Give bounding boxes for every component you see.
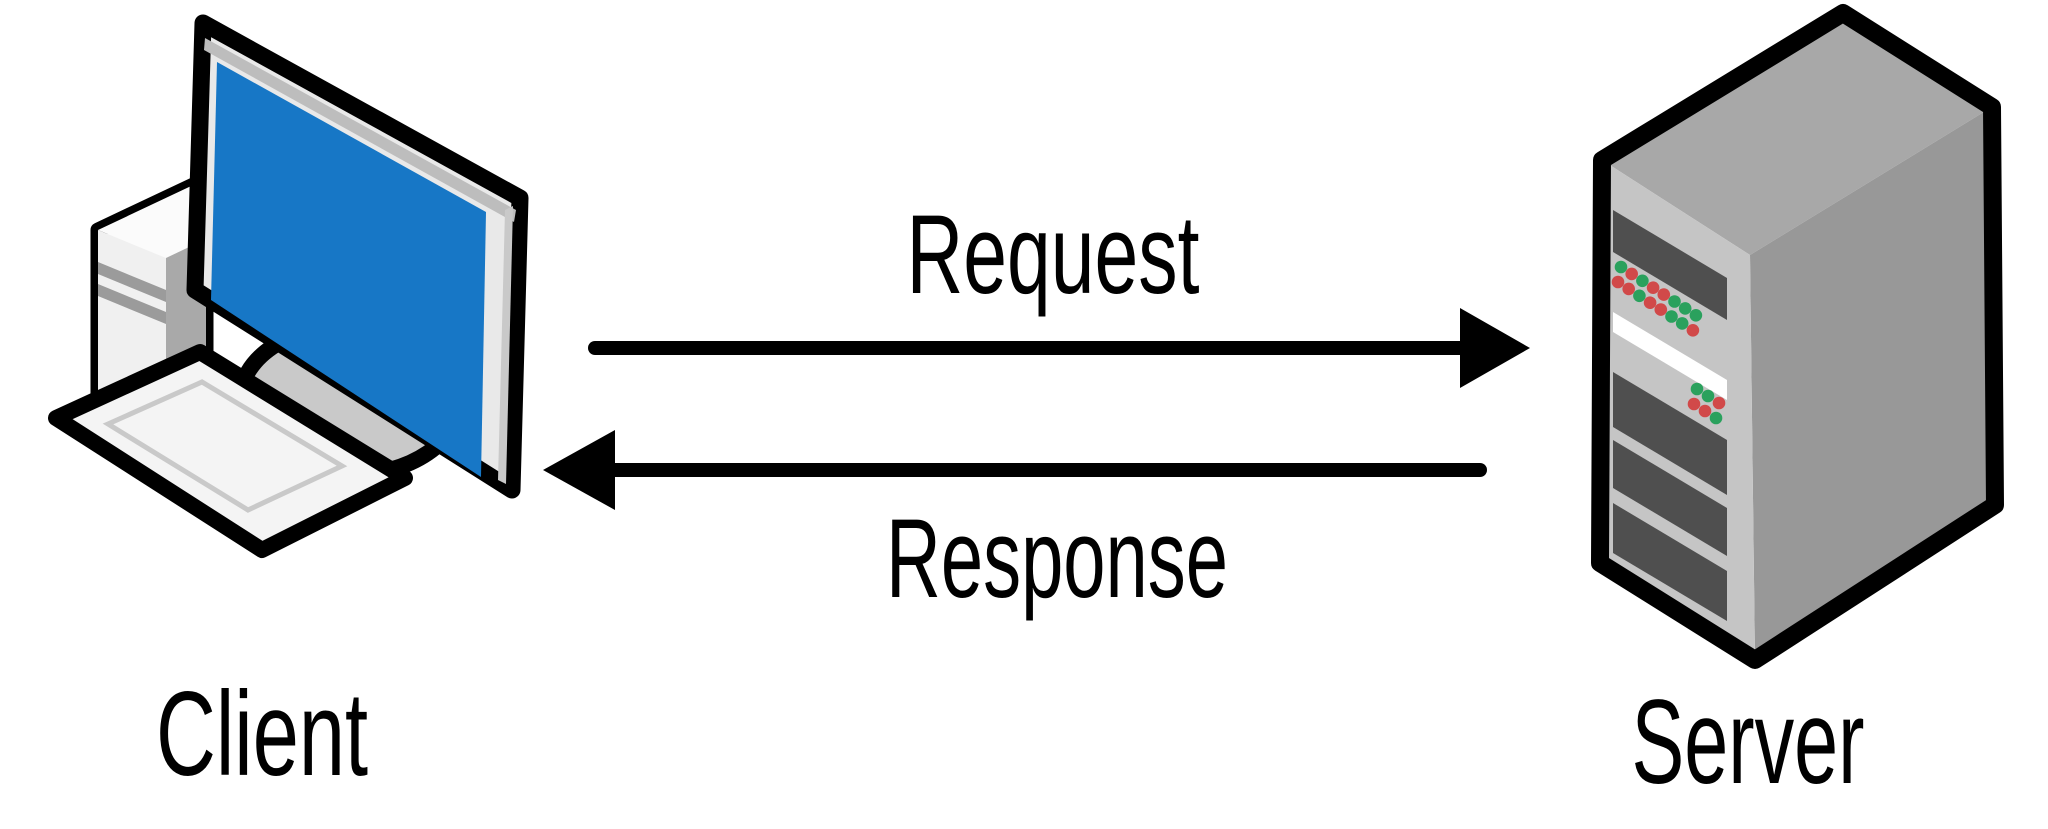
led-dot-icon xyxy=(1689,309,1703,322)
led-dot-icon xyxy=(1636,274,1649,288)
monitor-side-shadow xyxy=(498,206,513,484)
led-dot-icon xyxy=(1654,303,1668,316)
led-dot-icon xyxy=(1687,397,1701,411)
server-slot xyxy=(1613,372,1727,495)
request-label: Request xyxy=(907,192,1200,317)
server-icon xyxy=(1591,4,2004,669)
request-arrow xyxy=(588,308,1530,388)
response-label: Response xyxy=(886,496,1228,621)
keyboard-inner-line xyxy=(102,379,348,513)
keyboard-icon xyxy=(48,344,413,558)
led-dot-icon xyxy=(1625,267,1638,281)
led-dot-icon xyxy=(1712,396,1726,410)
led-dot-icon xyxy=(1633,289,1646,303)
client-icon xyxy=(48,14,529,558)
server-led-panel-icon xyxy=(1611,260,1703,337)
server-white-stripe xyxy=(1613,312,1727,400)
server-led-cluster-icon xyxy=(1687,382,1726,425)
server-outline xyxy=(1591,4,2004,669)
led-dot-icon xyxy=(1643,296,1657,310)
server-label: Server xyxy=(1632,675,1865,809)
led-dot-icon xyxy=(1622,282,1635,296)
led-dot-icon xyxy=(1657,288,1671,301)
led-dot-icon xyxy=(1709,411,1723,425)
monitor-top-shadow xyxy=(204,38,516,222)
monitor-icon xyxy=(186,14,529,499)
led-dot-icon xyxy=(1701,389,1715,403)
led-dot-icon xyxy=(1611,275,1625,289)
led-dot-icon xyxy=(1698,404,1712,418)
tower-vent-stripe xyxy=(98,284,166,324)
monitor-screen xyxy=(211,62,486,477)
server-slot xyxy=(1613,440,1727,556)
led-dot-icon xyxy=(1675,317,1689,330)
led-dot-icon xyxy=(1678,302,1692,315)
led-dot-icon xyxy=(1668,295,1681,308)
server-top-face xyxy=(1602,13,1992,255)
led-dot-icon xyxy=(1690,382,1704,396)
request-arrowhead-icon xyxy=(1460,308,1530,388)
led-dot-icon xyxy=(1686,324,1700,337)
keyboard-body xyxy=(48,344,413,558)
led-dot-icon xyxy=(1614,260,1628,274)
server-slot xyxy=(1613,210,1727,320)
response-arrow xyxy=(543,430,1487,510)
server-slot xyxy=(1613,503,1727,621)
server-side-face xyxy=(1750,107,1995,660)
response-arrowhead-icon xyxy=(543,430,615,510)
tower-vent-stripe xyxy=(98,262,166,302)
led-dot-icon xyxy=(1665,310,1678,323)
led-dot-icon xyxy=(1646,281,1660,295)
client-label: Client xyxy=(156,667,368,801)
